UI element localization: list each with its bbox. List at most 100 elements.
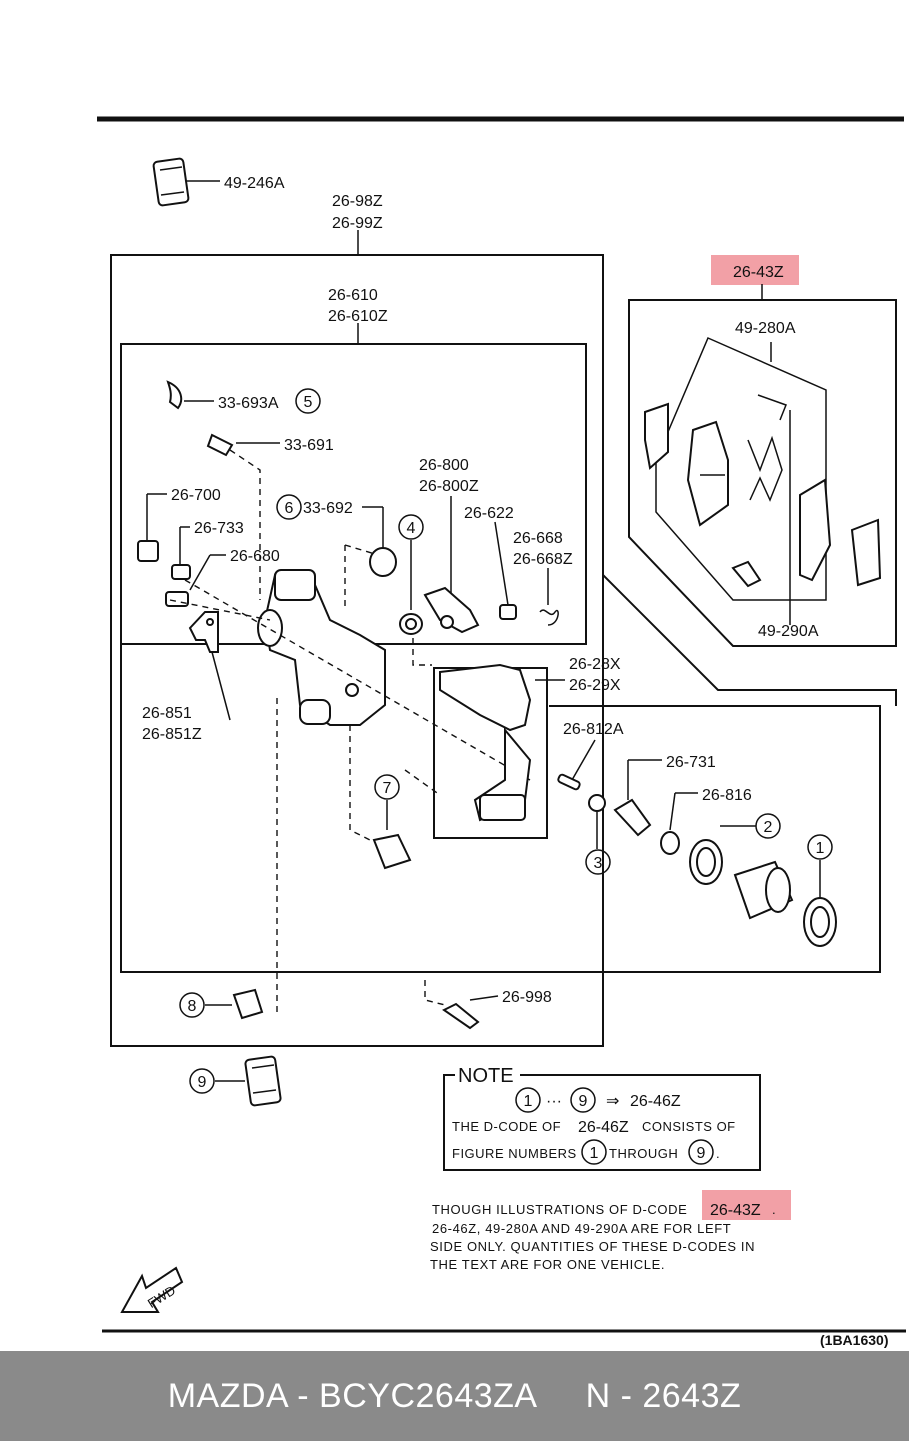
anti-squeal-clip-outer: [850, 518, 882, 587]
svg-text:1: 1: [524, 1093, 533, 1110]
label-26-98Z: 26-98Z: [332, 193, 383, 210]
bracket-26-851: [188, 611, 219, 653]
footer-short-code: N - 2643Z: [585, 1376, 742, 1415]
label-26-610Z: 26-610Z: [328, 308, 388, 325]
label-26-800Z: 26-800Z: [419, 478, 479, 495]
highlight-26-43z-top: [711, 255, 799, 285]
spring-26-668: [539, 609, 559, 626]
svg-text:···: ···: [546, 1093, 562, 1110]
svg-text:2: 2: [764, 819, 773, 836]
svg-text:9: 9: [579, 1093, 588, 1110]
sleeve-7: [372, 833, 412, 870]
circled-1: [807, 834, 833, 860]
label-26-851: 26-851: [142, 705, 192, 722]
brake-pad-inner: [686, 420, 729, 527]
circled-8: [179, 992, 205, 1018]
label-26-28X: 26-28X: [569, 656, 621, 673]
nut-26-622: [499, 604, 517, 620]
piston-seal-2: [689, 839, 723, 885]
svg-text:.: .: [772, 1202, 776, 1217]
operating-lever-26-28x: [439, 663, 532, 822]
piston-kit-box: [120, 644, 881, 973]
svg-text:3: 3: [594, 855, 603, 872]
circled-4: [398, 514, 424, 540]
label-26-700: 26-700: [171, 487, 221, 504]
bolt-26-998: [442, 1002, 480, 1030]
brake-pad-outer: [799, 478, 832, 582]
pad-set-box: [628, 299, 897, 647]
label-26-816: 26-816: [702, 787, 752, 804]
svg-text:.: .: [716, 1146, 720, 1161]
oring-3: [588, 794, 606, 812]
label-49-290A: 49-290A: [758, 623, 819, 640]
seal-4: [399, 613, 423, 635]
svg-text:4: 4: [407, 520, 416, 537]
circled-9: [189, 1068, 215, 1094]
label-26-812A: 26-812A: [563, 721, 624, 738]
svg-text:8: 8: [188, 998, 197, 1015]
washer-26-816: [660, 831, 680, 855]
svg-text:THOUGH ILLUSTRATIONS OF D-CODE: THOUGH ILLUSTRATIONS OF D-CODE: [432, 1202, 687, 1217]
label-26-43Z: 26-43Z: [733, 264, 784, 281]
svg-text:26-43Z: 26-43Z: [710, 1202, 761, 1219]
bushing-33-692: [369, 547, 397, 577]
fwd-arrow-icon: FWD: [120, 1266, 184, 1313]
label-26-668Z: 26-668Z: [513, 551, 573, 568]
bolt-26-680: [165, 591, 189, 607]
parking-lever-26-800: [423, 586, 480, 634]
disclaimer: THOUGH ILLUSTRATIONS OF D-CODE 26-43Z . …: [430, 1202, 776, 1272]
dust-boot-1: [803, 897, 837, 947]
label-26-998: 26-998: [502, 989, 552, 1006]
grease-packet-icon: [152, 157, 190, 207]
wear-indicator: [731, 560, 762, 588]
label-26-733: 26-733: [194, 520, 244, 537]
label-33-691: 33-691: [284, 437, 334, 454]
figure-code: (1BA1630): [820, 1332, 888, 1348]
svg-text:⇒: ⇒: [606, 1093, 619, 1110]
label-26-610: 26-610: [328, 287, 378, 304]
label-26-29X: 26-29X: [569, 677, 621, 694]
bleeder-26-700: [137, 540, 159, 562]
brake-caliper-diagram: 49-246A 26-98Z 26-99Z 26-610 26-610Z 26-…: [97, 116, 906, 1348]
svg-text:26-46Z, 49-280A AND 49-290A AR: 26-46Z, 49-280A AND 49-290A ARE FOR LEFT: [432, 1221, 731, 1236]
grease-packet-9-icon: [244, 1055, 282, 1107]
pad-spring: [747, 394, 787, 502]
label-49-280A: 49-280A: [735, 320, 796, 337]
label-26-800: 26-800: [419, 457, 469, 474]
caliper-body: [257, 569, 386, 726]
spring-33-691: [206, 433, 234, 457]
label-26-851Z: 26-851Z: [142, 726, 202, 743]
svg-text:5: 5: [304, 394, 313, 411]
svg-text:THE TEXT ARE FOR ONE VEHICLE.: THE TEXT ARE FOR ONE VEHICLE.: [430, 1257, 665, 1272]
dust-cap-33-693a: [166, 380, 183, 410]
anti-squeal-clip: [644, 402, 669, 470]
svg-text:SIDE ONLY. QUANTITIES OF THESE: SIDE ONLY. QUANTITIES OF THESE D-CODES I…: [430, 1239, 755, 1254]
svg-text:9: 9: [697, 1145, 706, 1162]
label-33-692: 33-692: [303, 500, 353, 517]
label-33-693A: 33-693A: [218, 395, 279, 412]
label-49-246A: 49-246A: [224, 175, 285, 192]
highlight-26-43z-bottom: [702, 1190, 791, 1220]
svg-text:26-46Z: 26-46Z: [630, 1093, 681, 1110]
svg-text:THE D-CODE OF: THE D-CODE OF: [452, 1119, 561, 1134]
note-title: NOTE: [458, 1065, 514, 1087]
svg-text:1: 1: [590, 1145, 599, 1162]
adjuster-26-731: [613, 798, 652, 837]
label-26-622: 26-622: [464, 505, 514, 522]
caliper-assembly-box: [110, 254, 604, 1047]
svg-text:1: 1: [816, 840, 825, 857]
circled-3: [585, 849, 611, 875]
label-26-731: 26-731: [666, 754, 716, 771]
svg-text:7: 7: [383, 780, 392, 797]
svg-text:THROUGH: THROUGH: [609, 1146, 678, 1161]
svg-text:FIGURE NUMBERS: FIGURE NUMBERS: [452, 1146, 577, 1161]
footer-banner: MAZDA - BCYC2643ZA N - 2643Z: [0, 1351, 909, 1441]
circled-6: [276, 494, 302, 520]
label-26-668: 26-668: [513, 530, 563, 547]
pad-box-link: [602, 560, 897, 706]
footer-part-number: MAZDA - BCYC2643ZA: [167, 1376, 538, 1415]
label-26-680: 26-680: [230, 548, 280, 565]
svg-text:9: 9: [198, 1074, 207, 1091]
svg-text:26-46Z: 26-46Z: [578, 1119, 629, 1136]
svg-text:6: 6: [285, 500, 294, 517]
